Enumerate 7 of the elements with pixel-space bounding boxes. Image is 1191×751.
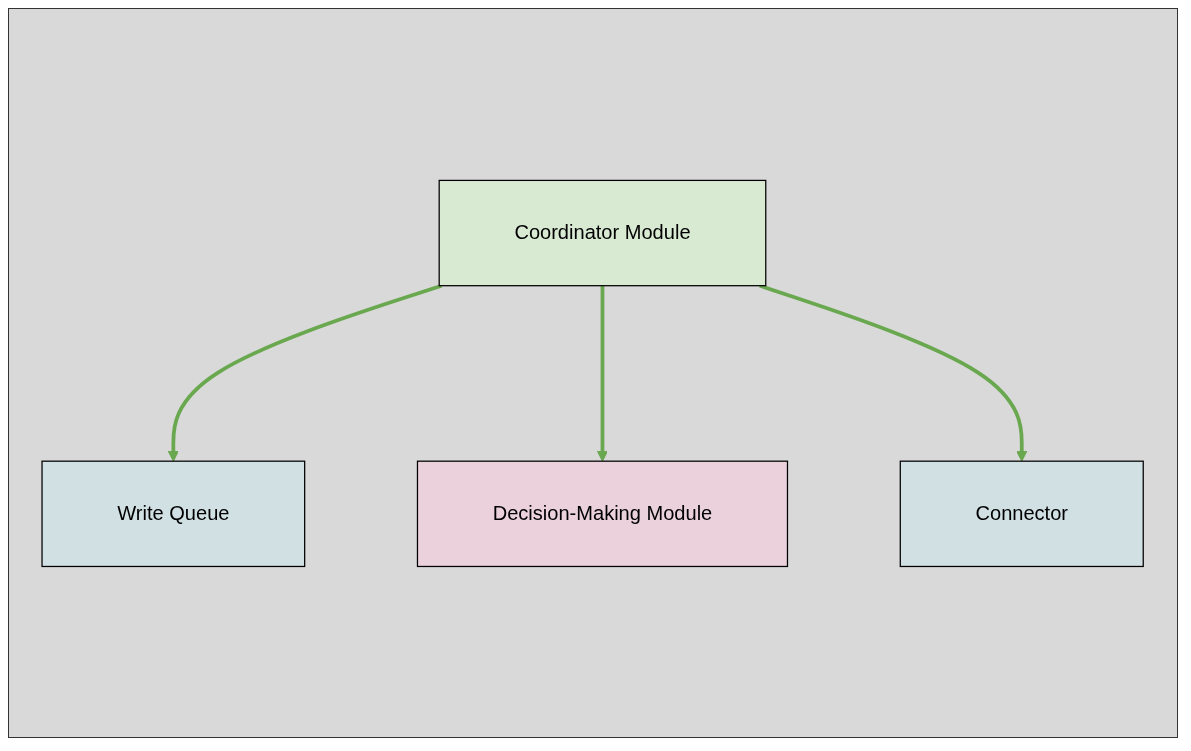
node-box: Decision-Making Module — [417, 460, 789, 567]
arrow — [168, 283, 443, 462]
node-box: Write Queue — [41, 460, 306, 567]
node-box: Connector — [900, 460, 1145, 567]
node-box: Coordinator Module — [438, 179, 767, 286]
arrow — [759, 283, 1028, 462]
arrow — [597, 285, 609, 462]
